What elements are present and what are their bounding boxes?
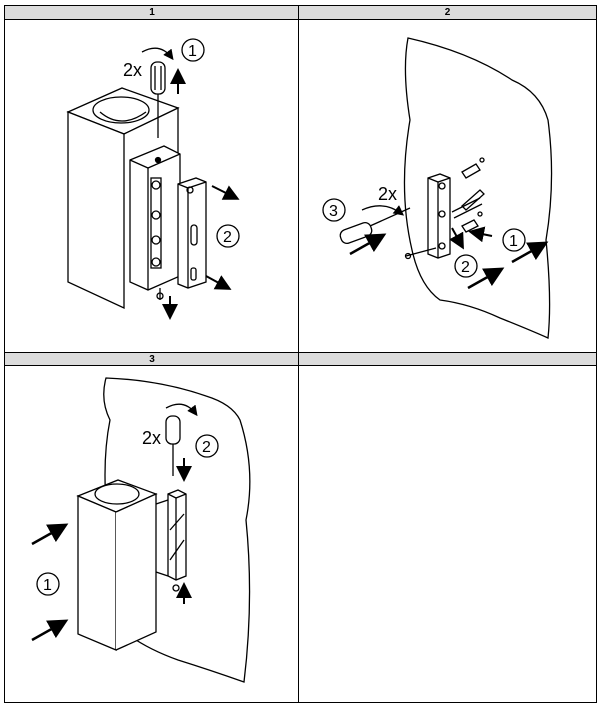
- step-circle-icon: [216, 224, 240, 248]
- screws-and-plugs: [451, 157, 485, 233]
- wall-bracket: [404, 173, 451, 260]
- screwdriver-icon: [165, 403, 198, 592]
- panel-1-step-a: 1: [188, 43, 197, 60]
- lamp-body: [76, 479, 158, 651]
- arrow-right-icon: [31, 523, 69, 546]
- panel-2-step-a: 3: [329, 203, 338, 220]
- panel-3-step-a: 2: [202, 439, 211, 456]
- panel-2-illustration: [322, 37, 553, 339]
- panel-2-count-label: 2x: [378, 184, 397, 204]
- panel-2-header: 2: [299, 6, 596, 20]
- step-circle-icon: [195, 434, 219, 458]
- arrow-right-icon: [349, 233, 387, 256]
- arrow-right-icon: [31, 619, 69, 642]
- panel-1-illustration: [66, 38, 240, 320]
- step-circle-icon: [322, 198, 346, 222]
- arrow-right-icon: [211, 185, 240, 200]
- panel-1-count-label: 2x: [123, 60, 142, 80]
- mounting-plate: [177, 177, 207, 289]
- screwdriver-icon: [141, 47, 174, 138]
- panel-3-step-b: 1: [43, 577, 52, 594]
- bracket-housing: [129, 145, 181, 291]
- step-circle-icon: [454, 254, 478, 278]
- panel-3-count-label: 2x: [142, 428, 161, 448]
- arrow-right-icon: [511, 241, 549, 264]
- arrow-down-icon: [449, 227, 464, 250]
- panel-2-step-c: 2: [461, 259, 470, 276]
- panel-3-header: 3: [5, 352, 299, 366]
- instruction-grid: 1 2 3: [4, 5, 597, 703]
- panel-1-step-b: 2: [223, 229, 232, 246]
- step-circle-icon: [502, 228, 526, 252]
- column-divider: [298, 6, 299, 702]
- panel-4-header: [299, 352, 596, 366]
- panel-2-step-b: 1: [509, 233, 518, 250]
- panel-1-header: 1: [5, 6, 299, 20]
- wall-bracket: [155, 489, 187, 581]
- step-circle-icon: [181, 38, 205, 62]
- lamp-body: [66, 87, 180, 310]
- step-circle-icon: [36, 572, 60, 596]
- wall-outline: [403, 37, 553, 339]
- arrow-right-icon: [205, 275, 232, 290]
- arrow-left-icon: [468, 226, 493, 243]
- arrow-right-icon: [467, 267, 505, 290]
- screwdriver-icon: [339, 205, 411, 245]
- panel-3-illustration: [31, 377, 251, 683]
